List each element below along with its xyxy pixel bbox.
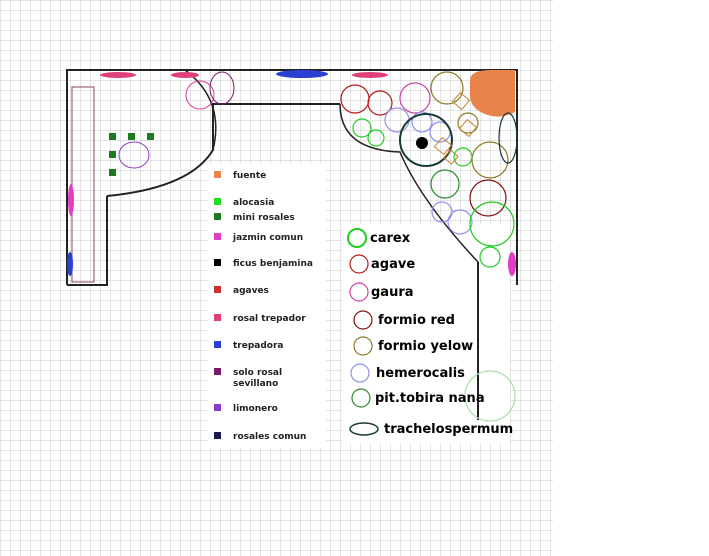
legend-left: fuente alocasia mini rosales jazmin comun fi… [214, 171, 313, 442]
legend-label-rosal-trepador: rosal trepador [233, 314, 306, 324]
ficus-benjamina-plant [416, 137, 428, 149]
formio-yellow-squares [433, 91, 478, 165]
hemerocalis-plant [209, 71, 235, 105]
legend-icon-hemerocalis [350, 363, 370, 383]
legend-icon-gaura [349, 282, 369, 302]
legend-label-formio-red: formio red [378, 313, 455, 328]
legend-label-hemerocalis: hemerocalis [376, 366, 465, 381]
jazmin-plant [508, 252, 516, 276]
legend-swatch-alocasia [214, 198, 221, 205]
legend-swatch-limonero [214, 404, 221, 411]
fountain-basin [71, 86, 95, 283]
legend-label-alocasia: alocasia [233, 198, 274, 208]
legend-label-fuente: fuente [233, 171, 266, 181]
legend-icon-pit-tobira-nana [351, 388, 371, 408]
legend-icon-trachelospermum [349, 422, 379, 436]
legend-icon-formio-red [353, 310, 373, 330]
legend-icon-carex [347, 228, 367, 248]
legend-left-background [208, 164, 326, 448]
legend-label-pit-tobira-nana: pit.tobira nana [375, 391, 485, 406]
legend-icon-formio-yellow [353, 336, 373, 356]
legend-label-formio-yellow: formio yelow [378, 339, 473, 354]
legend-swatch-fuente [214, 171, 221, 178]
legend-label-gaura: gaura [371, 285, 414, 300]
trepadora-plant [276, 70, 328, 78]
trepadora-plant [67, 252, 73, 276]
legend-swatch-rosal-trepador [214, 314, 221, 321]
mini-rosales-group [109, 133, 154, 176]
legend-label-trepadora: trepadora [233, 341, 284, 351]
legend-right-background [342, 224, 510, 444]
legend-swatch-agaves [214, 286, 221, 293]
legend-swatch-ficus-benjamina [214, 259, 221, 266]
legend-swatch-solo-rosal-sevillano [214, 368, 221, 375]
rosal-trepador-plants [100, 72, 388, 78]
legend-label-ficus-benjamina: ficus benjamina [233, 259, 313, 269]
legend-label-mini-rosales: mini rosales [233, 213, 295, 223]
legend-swatch-jazmin-comun [214, 233, 221, 240]
legend-swatch-trepadora [214, 341, 221, 348]
jazmin-plant [68, 184, 74, 216]
gaura-plant [185, 80, 215, 110]
fuente-blob [469, 70, 515, 117]
legend-label-rosales-comun: rosales comun [233, 432, 306, 442]
legend-swatch-rosales-comun [214, 432, 221, 439]
limonero-plant [118, 141, 150, 169]
legend-label-limonero: limonero [233, 404, 278, 414]
legend-icon-agave [349, 254, 369, 274]
corner-plants [340, 71, 518, 422]
legend-swatch-mini-rosales [214, 213, 221, 220]
legend-label-agaves: agaves [233, 286, 269, 296]
legend-label-trachelospermum: trachelospermum [384, 422, 513, 437]
legend-label-carex: carex [370, 231, 411, 246]
legend-label-jazmin-comun: jazmin comun [232, 233, 303, 243]
legend-right: carex agave gaura formio red formio yelow hem… [347, 228, 513, 437]
corner-curve-wall [339, 103, 479, 263]
legend-label-agave: agave [371, 257, 415, 272]
garden-walls [66, 69, 518, 420]
